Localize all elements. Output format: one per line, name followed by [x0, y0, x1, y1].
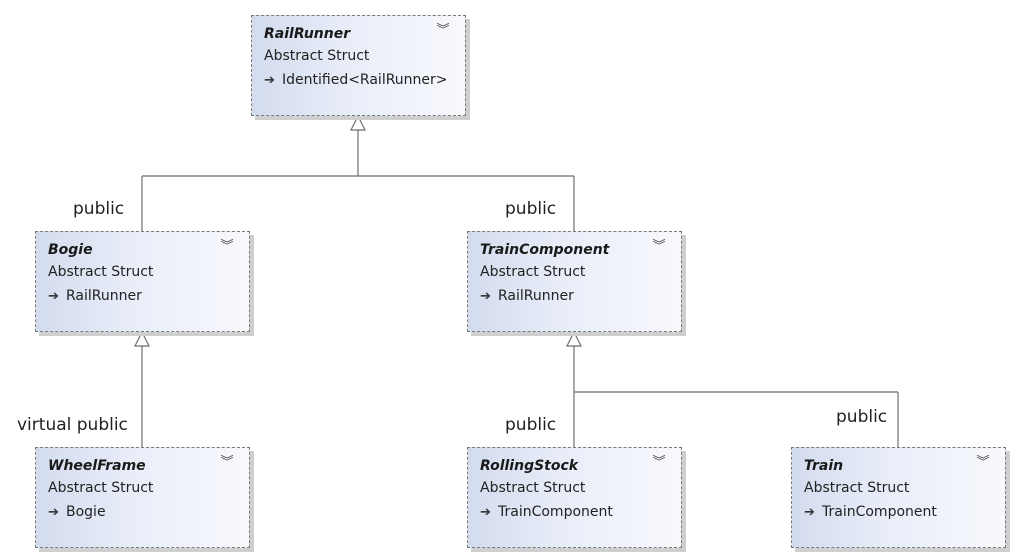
base-arrow-icon: ➔ [264, 73, 275, 88]
node-base-text: Identified<RailRunner> [282, 72, 448, 88]
double-chevron-down-icon[interactable]: ︾ [436, 23, 450, 38]
node-base: ➔ TrainComponent [804, 500, 993, 525]
node-base: ➔ Bogie [48, 500, 237, 525]
node-base-text: RailRunner [498, 288, 574, 304]
edge-label-traincomponent: public [505, 199, 557, 219]
node-name: WheelFrame [48, 458, 146, 474]
node-base-text: TrainComponent [498, 504, 613, 520]
node-name: Train [804, 458, 844, 474]
base-arrow-icon: ➔ [804, 505, 815, 520]
node-traincomponent[interactable]: TrainComponent Abstract Struct ➔ RailRunn… [467, 231, 682, 332]
node-wheelframe[interactable]: WheelFrame Abstract Struct ➔ Bogie ︾ [35, 447, 250, 548]
inheritance-arrowhead [350, 114, 366, 131]
node-kind: Abstract Struct [48, 264, 154, 280]
base-arrow-icon: ➔ [480, 505, 491, 520]
node-train[interactable]: Train Abstract Struct ➔ TrainComponent ︾ [791, 447, 1006, 548]
base-arrow-icon: ➔ [48, 289, 59, 304]
base-arrow-icon: ➔ [480, 289, 491, 304]
edge-label-bogie: public [73, 199, 125, 219]
node-base: ➔ TrainComponent [480, 500, 669, 525]
node-base-text: Bogie [66, 504, 106, 520]
node-base-text: TrainComponent [822, 504, 937, 520]
edge-label-train: public [836, 407, 888, 427]
node-kind: Abstract Struct [48, 480, 154, 496]
double-chevron-down-icon[interactable]: ︾ [652, 455, 666, 470]
node-bogie[interactable]: Bogie Abstract Struct ➔ RailRunner ︾ [35, 231, 250, 332]
inheritance-arrowhead [566, 330, 582, 347]
node-name: Bogie [48, 242, 93, 258]
node-kind: Abstract Struct [264, 48, 370, 64]
node-kind: Abstract Struct [480, 264, 586, 280]
node-name: RollingStock [480, 458, 579, 474]
base-arrow-icon: ➔ [48, 505, 59, 520]
edge-label-rollingstock: public [505, 415, 557, 435]
node-base: ➔ RailRunner [480, 284, 669, 309]
double-chevron-down-icon[interactable]: ︾ [976, 455, 990, 470]
node-kind: Abstract Struct [804, 480, 910, 496]
inheritance-arrowhead [134, 330, 150, 347]
double-chevron-down-icon[interactable]: ︾ [220, 455, 234, 470]
node-name: TrainComponent [480, 242, 610, 258]
node-base: ➔ RailRunner [48, 284, 237, 309]
node-name: RailRunner [264, 26, 351, 42]
edge-label-wheelframe: virtual public [17, 415, 128, 435]
node-base: ➔ Identified<RailRunner> [264, 68, 453, 93]
node-railrunner[interactable]: RailRunner Abstract Struct ➔ Identified<R… [251, 15, 466, 116]
double-chevron-down-icon[interactable]: ︾ [220, 239, 234, 254]
node-base-text: RailRunner [66, 288, 142, 304]
double-chevron-down-icon[interactable]: ︾ [652, 239, 666, 254]
node-kind: Abstract Struct [480, 480, 586, 496]
node-rollingstock[interactable]: RollingStock Abstract Struct ➔ TrainCompo… [467, 447, 682, 548]
